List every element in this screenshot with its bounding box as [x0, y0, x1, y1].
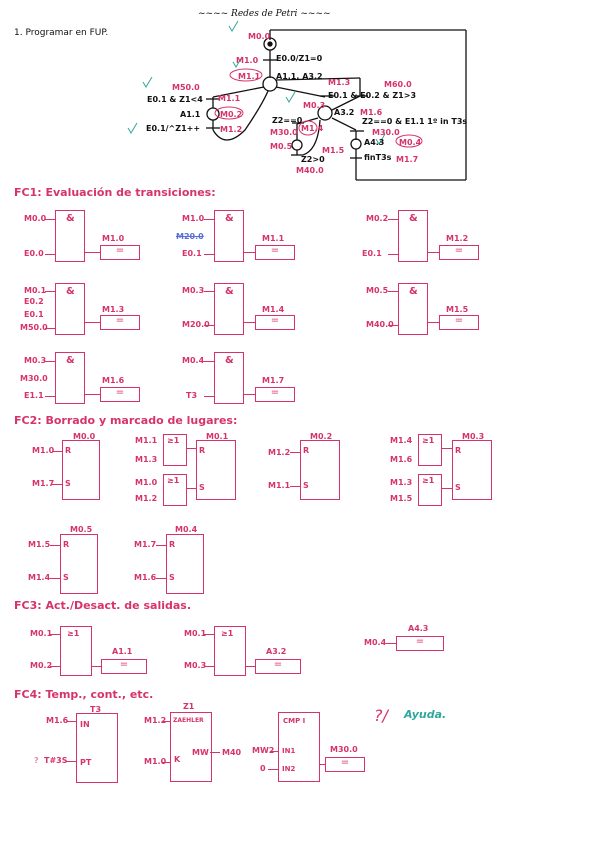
place-m03 — [317, 105, 333, 121]
instruction-text: 1. Programar en FUP. — [14, 28, 109, 38]
label-a43: A4.3 — [364, 138, 385, 147]
label-e01: E0.1 & Z1<4 — [147, 95, 203, 104]
label-a11: A1.1 — [180, 110, 201, 119]
label-m14: M1.4 — [301, 124, 324, 133]
label-m15: M1.5 — [322, 146, 345, 155]
label-m00: M0.0 — [248, 32, 271, 41]
label-m04: M0.4 — [399, 138, 422, 147]
help-question-mark: ?/ — [374, 706, 388, 725]
label-m30b: M30.0 — [372, 128, 400, 137]
label-m50: M50.0 — [172, 83, 200, 92]
label-m03: M0.3 — [303, 101, 326, 110]
fc2-title: FC2: Borrado y marcado de lugares: — [14, 414, 238, 427]
label-e01b: E0.1 & E0.2 & Z1>3 — [328, 91, 417, 100]
label-m40: M40.0 — [296, 166, 324, 175]
label-a32: A3.2 — [334, 108, 355, 117]
label-z2eq: Z2==0 & E1.1 1º in T3s — [362, 117, 468, 126]
counter-out-label: MW — [192, 748, 209, 757]
place-m01 — [262, 76, 278, 92]
label-m11: M1.1 — [218, 94, 241, 103]
fc4-title: FC4: Temp., cont., etc. — [14, 688, 154, 701]
label-m30: M30.0 — [270, 128, 298, 137]
label-fin: finT3s — [364, 153, 392, 162]
label-m01: M1.1 — [238, 72, 261, 81]
fc3-title: FC3: Act./Desact. de salidas. — [14, 599, 192, 612]
label-z2: Z2==0 — [272, 116, 303, 125]
label-m16: M1.6 — [360, 108, 383, 117]
label-neg: E0.1/^Z1++ — [146, 124, 201, 133]
label-m60: M60.0 — [384, 80, 412, 89]
place-m04 — [350, 138, 362, 150]
place-m05 — [291, 139, 303, 151]
label-m12: M1.2 — [220, 125, 243, 134]
fc1-title: FC1: Evaluación de transiciones: — [14, 186, 216, 199]
label-a1a2: A1.1, A3.2 — [276, 72, 323, 81]
page-title: ~~~~ Redes de Petri ~~~~ — [198, 9, 331, 19]
label-m02: M0.2 — [220, 110, 243, 119]
label-z2gt: Z2>0 — [301, 155, 325, 164]
label-m05: M0.5 — [270, 142, 293, 151]
label-t0: E0.0/Z1=0 — [276, 54, 323, 63]
label-m17: M1.7 — [396, 155, 419, 164]
ayuda-note: Ayuda. — [404, 708, 447, 721]
label-m10: M1.0 — [236, 56, 259, 65]
label-m13: M1.3 — [328, 78, 351, 87]
